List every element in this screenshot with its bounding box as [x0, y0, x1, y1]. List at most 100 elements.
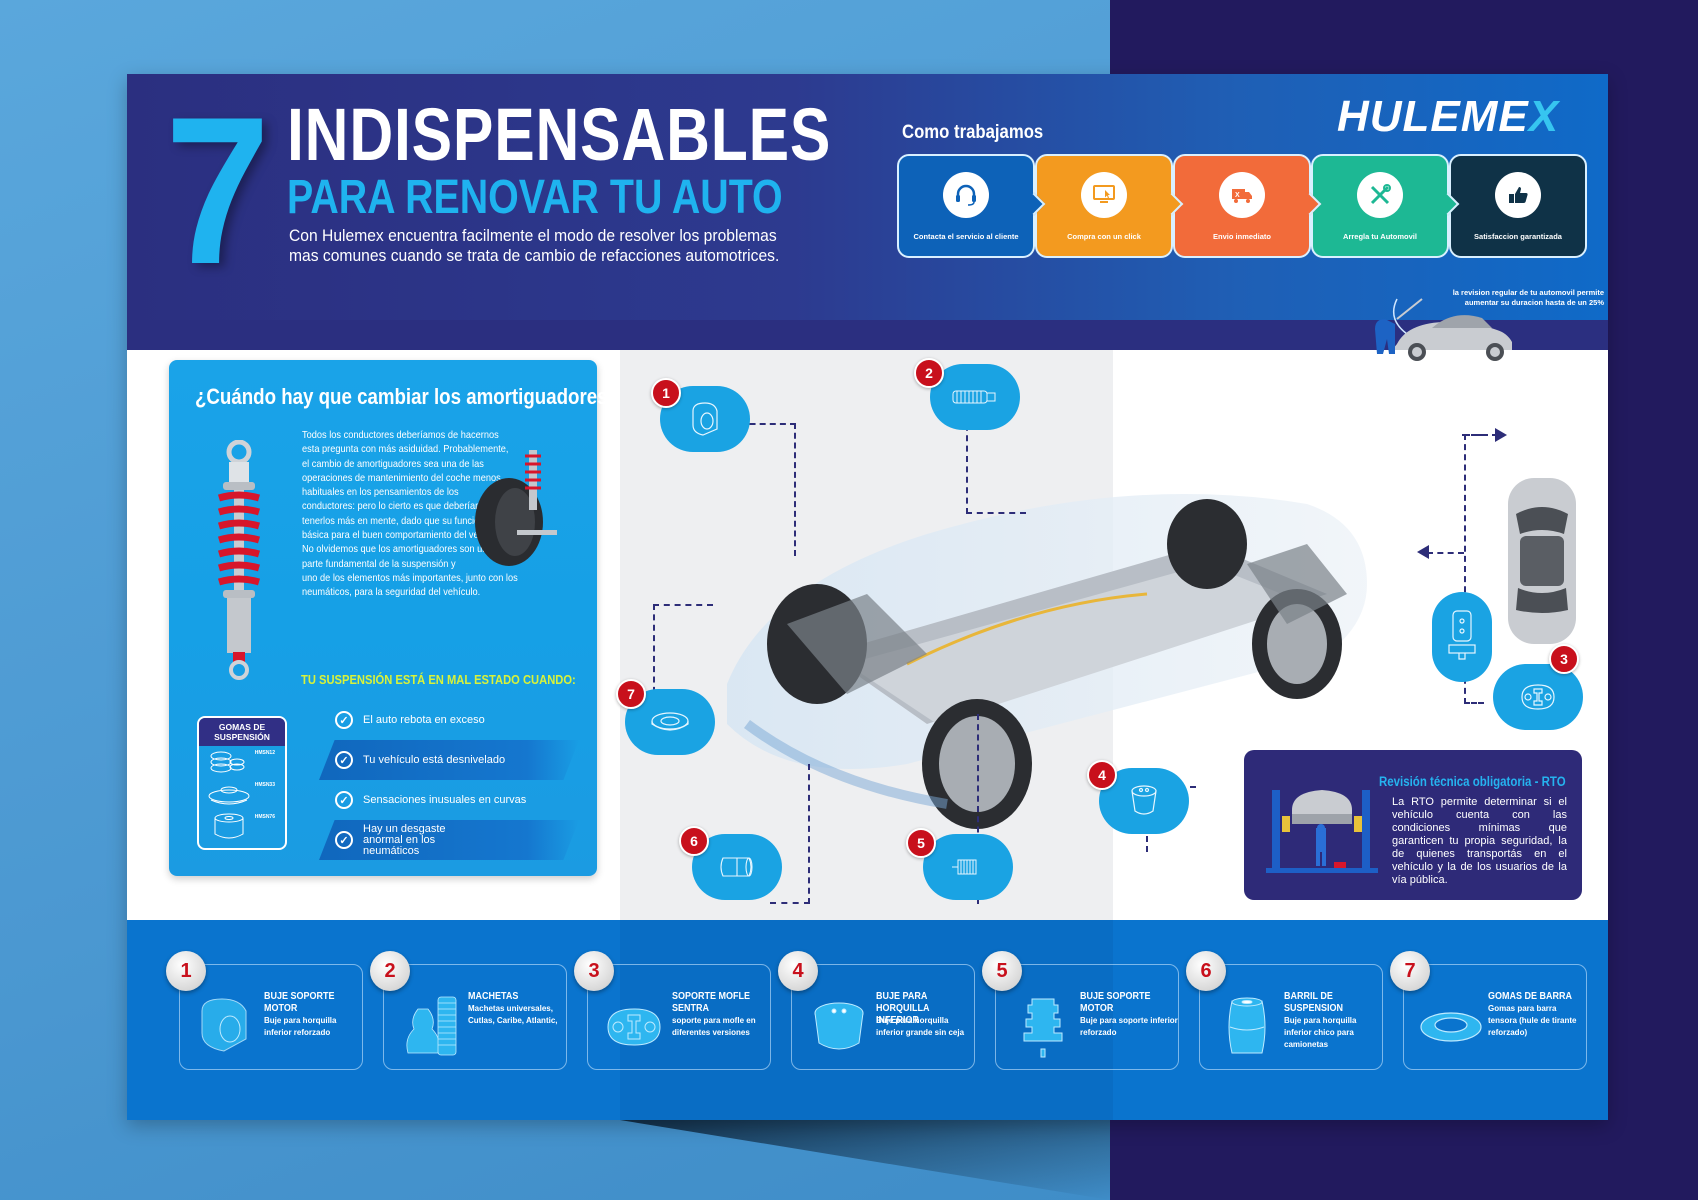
product-number: 7	[1390, 951, 1430, 991]
warning-title: TU SUSPENSIÓN ESTÁ EN MAL ESTADO CUANDO:	[301, 672, 576, 687]
page-title: INDISPENSABLES	[287, 93, 832, 176]
product-card[interactable]: 7 GOMAS DE BARRA Gomas para barra tensor…	[1390, 951, 1587, 1070]
connector-5	[977, 714, 979, 904]
suspension-barrel-icon	[720, 857, 753, 877]
muffler-mount-icon	[1521, 684, 1555, 710]
infographic-poster: 7 INDISPENSABLES PARA RENOVAR TU AUTO Co…	[127, 74, 1608, 1120]
step-fix: Arregla tu Automovil	[1311, 154, 1460, 258]
bushing-icon	[692, 402, 718, 436]
product-cards: 1 BUJE SOPORTE MOTOR Buje para horquilla…	[166, 951, 1587, 1070]
product-card[interactable]: 4 BUJE PARA HORQUILLA INFERIOR Buje para…	[778, 951, 975, 1070]
part-bubble-5[interactable]	[923, 834, 1013, 900]
product-number: 2	[370, 951, 410, 991]
check-icon: ✓	[335, 831, 353, 849]
rto-info-box: Revisión técnica obligatoria - RTO La RT…	[1244, 750, 1582, 900]
motor-mount-bellows-icon	[1023, 998, 1063, 1058]
goma-item: HMSN33	[199, 778, 285, 810]
shock-absorber-panel: ¿Cuándo hay que cambiar los amortiguador…	[169, 360, 619, 876]
connector-2	[966, 404, 1026, 514]
maintenance-tip: la revision regular de tu automovil perm…	[1319, 288, 1604, 308]
product-desc: Machetas universales, Cutlas, Caribe, At…	[468, 1004, 558, 1025]
suspension-barrel-icon	[1228, 997, 1266, 1054]
goma-code: HMSN33	[254, 782, 275, 788]
connector-7	[653, 604, 713, 724]
product-desc: Buje para horquilla inferior reforzado	[264, 1016, 337, 1037]
wheel-suspension-illustration	[475, 450, 557, 566]
product-card[interactable]: 2 MACHETAS Machetas universales, Cutlas,…	[370, 951, 567, 1070]
intro-text: Con Hulemex encuentra facilmente el modo…	[289, 226, 780, 265]
connector-3b	[1427, 552, 1464, 554]
part-bubble-mount[interactable]	[1432, 592, 1492, 682]
step-label: Envio inmediato	[1213, 232, 1271, 241]
symptom-text: Hay un desgaste anormal en los neumático…	[363, 822, 446, 857]
marker-7: 7	[616, 679, 646, 709]
marker-3: 3	[1549, 644, 1579, 674]
shock-absorber-illustration	[217, 440, 261, 680]
product-number: 5	[982, 951, 1022, 991]
part-bubble-2[interactable]	[930, 364, 1020, 430]
product-name: BARRIL DE SUSPENSION	[1284, 991, 1344, 1014]
step-label: Contacta el servicio al cliente	[913, 232, 1019, 241]
product-card[interactable]: 6 BARRIL DE SUSPENSION Buje para horquil…	[1186, 951, 1383, 1070]
product-number: 3	[574, 951, 614, 991]
products-band	[127, 920, 1608, 1120]
big-number: 7	[165, 74, 270, 308]
product-card[interactable]: 5 BUJE SOPORTE MOTOR Buje para soporte i…	[982, 951, 1179, 1070]
step-label: Satisfaccion garantizada	[1474, 232, 1562, 241]
engine-mount-icon	[1448, 610, 1476, 660]
engine-mount-bushing-icon	[201, 998, 247, 1052]
product-card[interactable]: 3 SOPORTE MOFLE SENTRA soporte para mofl…	[574, 951, 771, 1070]
bar-rubber-ring-icon	[651, 712, 689, 731]
connector-6	[770, 764, 810, 904]
panel-paragraph-end: uno de los elementos más importantes, ju…	[302, 571, 518, 599]
svg-text:X: X	[1235, 192, 1240, 199]
marker-1: 1	[651, 378, 681, 408]
logo-text: HULEME	[1337, 92, 1529, 141]
step-shipping: X Envio inmediato	[1173, 154, 1322, 258]
product-card[interactable]: 1 BUJE SOPORTE MOTOR Buje para horquilla…	[166, 951, 363, 1070]
how-we-work-title: Como trabajamos	[902, 122, 1044, 143]
check-icon: ✓	[335, 791, 353, 809]
goma-code: HMSN76	[254, 814, 275, 820]
part-bubble-1[interactable]	[660, 386, 750, 452]
tip-line-2: aumentar su duracion hasta de un 25%	[1464, 298, 1604, 307]
rto-title: Revisión técnica obligatoria - RTO	[1379, 774, 1566, 789]
rto-body: La RTO permite determinar si el vehículo…	[1392, 796, 1567, 886]
symptom-list: ✓El auto rebota en exceso ✓Tu vehículo e…	[319, 700, 579, 860]
symptom-item: ✓Sensaciones inusuales en curvas	[319, 780, 579, 820]
rubber-stack-icon	[210, 751, 245, 773]
check-icon: ✓	[335, 751, 353, 769]
rubber-cylinder-icon	[214, 813, 244, 839]
goma-item: HMSN76	[199, 810, 285, 842]
product-desc: Buje para horquilla inferior grande sin …	[876, 1016, 965, 1037]
cv-boot-icon	[406, 996, 457, 1056]
step-contact: Contacta el servicio al cliente	[897, 154, 1046, 258]
symptom-item: ✓El auto rebota en exceso	[319, 700, 579, 740]
product-desc: Buje para soporte inferior reforzado	[1080, 1016, 1178, 1037]
product-desc: soporte para mofle en diferentes version…	[672, 1016, 756, 1037]
part-bubble-3[interactable]	[1493, 664, 1583, 730]
step-label: Arregla tu Automovil	[1343, 232, 1417, 241]
product-number: 4	[778, 951, 818, 991]
thumbs-up-icon	[1495, 172, 1541, 218]
brand-logo[interactable]: HULEMEX	[1337, 92, 1559, 142]
bar-rubber-ring-icon	[1420, 1012, 1482, 1042]
arrow-head-right-icon	[1495, 428, 1507, 442]
gomas-title: GOMAS DE SUSPENSIÓN	[199, 718, 285, 746]
logo-x: X	[1528, 92, 1560, 141]
muffler-mount-icon	[607, 1008, 661, 1046]
control-arm-bushing-icon	[814, 1002, 864, 1050]
tip-strip	[127, 320, 1608, 350]
product-name: BUJE SOPORTE MOTOR	[264, 991, 335, 1014]
marker-4: 4	[1087, 760, 1117, 790]
process-steps: Contacta el servicio al cliente Compra c…	[897, 154, 1587, 258]
marker-6: 6	[679, 826, 709, 856]
panel-paragraph: Todos los conductores deberíamos de hace…	[302, 429, 509, 570]
panel-body: Todos los conductores deberíamos de hace…	[302, 428, 518, 600]
symptom-item: ✓Tu vehículo está desnivelado	[319, 740, 579, 780]
symptom-item: ✓ Hay un desgaste anormal en los neumátic…	[319, 820, 579, 860]
suspension-rubbers-box: GOMAS DE SUSPENSIÓN HMSN12 HMSN33 HMSN76	[197, 716, 287, 850]
boot-bellows-icon	[952, 390, 996, 404]
product-name: GOMAS DE BARRA	[1488, 991, 1573, 1002]
step-label: Compra con un click	[1067, 232, 1141, 241]
